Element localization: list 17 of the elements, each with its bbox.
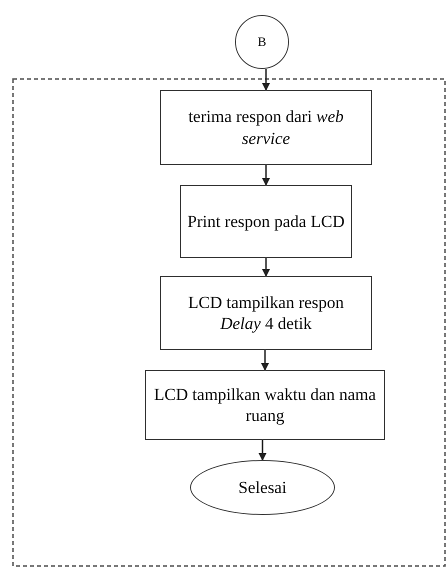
node-text: Print respon pada LCD (187, 210, 345, 232)
arrow (258, 440, 266, 461)
process-box (160, 276, 372, 350)
arrow (262, 69, 270, 91)
node-text: Selesai (238, 476, 287, 498)
process-box (145, 370, 385, 440)
arrow (262, 165, 270, 186)
node-text: terima respon dari web service (187, 106, 345, 149)
node-text: LCD tampilkan respon (188, 292, 344, 313)
connector-circle (235, 15, 289, 69)
arrow (262, 258, 270, 277)
node-text: B (258, 34, 266, 50)
node-text: Delay 4 detik (220, 313, 312, 334)
process-box (180, 185, 352, 258)
process-box (160, 90, 372, 165)
arrow (261, 350, 269, 371)
node-text: LCD tampilkan waktu dan nama ruang (153, 384, 377, 426)
